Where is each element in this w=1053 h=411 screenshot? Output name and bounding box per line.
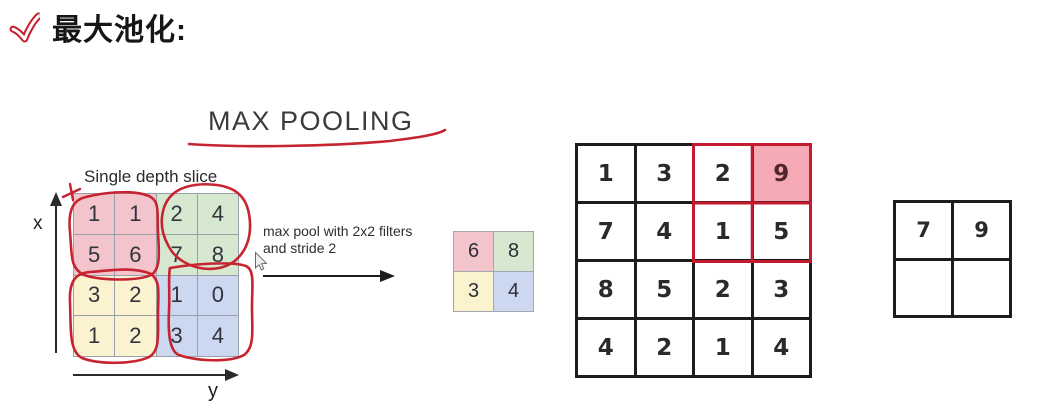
grid-cell: 6 [115,234,156,275]
grid-cell: 2 [695,146,751,201]
grid-cell: 7 [896,203,951,258]
grid-cell: 1 [695,204,751,259]
grid-cell: 4 [636,204,692,259]
grid-cell: 5 [753,204,809,259]
grid-cell: 5 [636,262,692,317]
grid-cell: 1 [115,194,156,234]
grid-cell: 9 [753,146,809,201]
grid-cell [896,260,951,315]
grid-cell: 4 [578,320,634,375]
operation-line-1: max pool with 2x2 filters [263,223,413,239]
grid-cell [954,260,1009,315]
grid-cell: 1 [578,146,634,201]
operation-text: max pool with 2x2 filters and stride 2 [263,223,412,256]
grid-cell: 3 [454,272,493,311]
grid-cell: 1 [74,316,115,356]
grid-cell: 0 [197,275,238,316]
heading-max-pooling: MAX POOLING [208,106,414,136]
op-arrow [263,270,395,282]
grid-cell: 2 [636,320,692,375]
grid-cell: 3 [753,262,809,317]
grid-cell: 8 [494,232,533,271]
grid-cell: 6 [454,232,493,271]
grid-cell: 2 [115,316,156,356]
grid-cell: 1 [156,275,197,316]
grid-cell: 5 [74,234,115,275]
grid-cell: 4 [494,272,533,311]
grid-cell: 7 [156,234,197,275]
grid-cell: 4 [753,320,809,375]
red-double-check-icon [9,12,43,43]
grid-cell: 8 [197,234,238,275]
grid-cell: 2 [156,194,197,234]
grid-cell: 1 [695,320,751,375]
operation-line-2: and stride 2 [263,239,337,256]
grid-cell: 2 [115,275,156,316]
grid-cell: 4 [197,194,238,234]
x-axis-arrow [50,192,62,353]
x-axis-label: x [33,213,43,234]
grid-cell: 2 [695,262,751,317]
grid-cell: 3 [156,316,197,356]
grid-cell: 7 [578,204,634,259]
grid-cell: 4 [197,316,238,356]
page-title: 最大池化: [52,14,187,47]
grid-cell: 3 [74,275,115,316]
grid-cell: 9 [954,203,1009,258]
y-axis-label: y [208,380,218,402]
grid-cell: 8 [578,262,634,317]
grid-cell: 3 [636,146,692,201]
grid-cell: 1 [74,194,115,234]
slice-label: Single depth slice [84,167,218,186]
